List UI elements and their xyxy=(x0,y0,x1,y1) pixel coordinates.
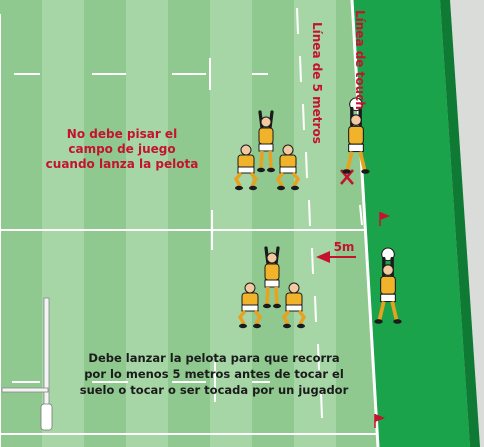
rule-text-line-3: suelo o tocar o ser tocada por un jugado… xyxy=(80,383,349,397)
no-step-text-line-3: cuando lanza la pelota xyxy=(46,157,199,171)
touch-line-label: Línea de touch xyxy=(353,10,367,110)
no-step-text-line-2: campo de juego xyxy=(68,142,175,156)
no-step-text-line-1: No debe pisar el xyxy=(67,127,177,141)
field-stripe xyxy=(0,0,42,447)
distance-label: 5m xyxy=(334,240,355,254)
rule-text-line-1: Debe lanzar la pelota para que recorra xyxy=(88,351,339,365)
rule-text-line-2: por lo menos 5 metros antes de tocar el xyxy=(84,367,344,381)
five-metre-line-label: Línea de 5 metros xyxy=(310,22,324,144)
